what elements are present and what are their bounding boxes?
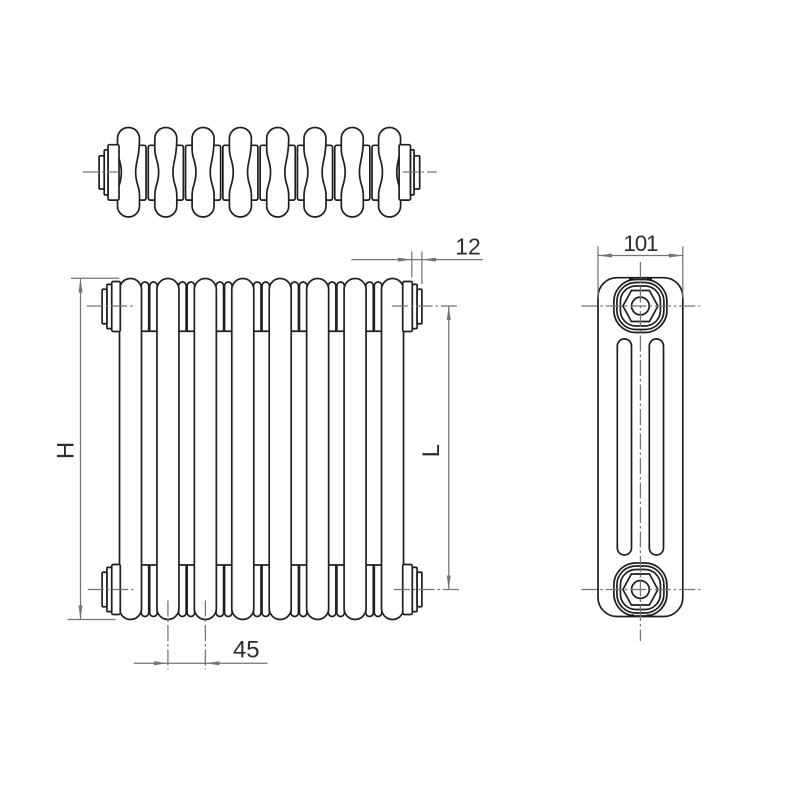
svg-text:H: H — [52, 442, 79, 459]
svg-text:12: 12 — [455, 234, 481, 260]
svg-text:101: 101 — [623, 231, 658, 256]
svg-text:L: L — [418, 444, 445, 457]
svg-text:45: 45 — [233, 637, 260, 664]
